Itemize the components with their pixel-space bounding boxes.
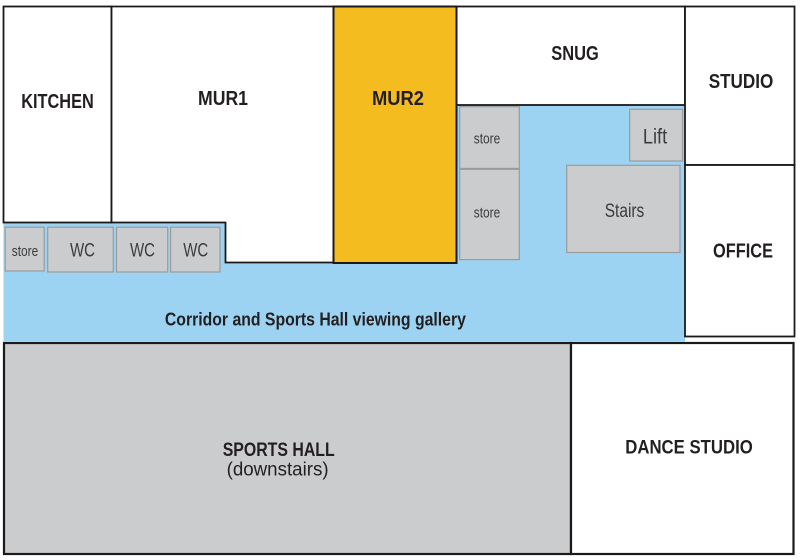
- svg-text:WC: WC: [183, 241, 208, 262]
- svg-text:store: store: [474, 205, 501, 222]
- svg-text:MUR1: MUR1: [198, 88, 248, 110]
- svg-text:OFFICE: OFFICE: [713, 241, 773, 263]
- svg-text:WC: WC: [70, 241, 95, 262]
- svg-text:DANCE STUDIO: DANCE STUDIO: [625, 437, 753, 459]
- svg-text:store: store: [474, 131, 501, 148]
- svg-text:Stairs: Stairs: [605, 201, 645, 222]
- svg-text:Lift: Lift: [643, 126, 667, 149]
- svg-text:MUR2: MUR2: [372, 88, 424, 110]
- svg-text:WC: WC: [130, 241, 155, 262]
- svg-text:(downstairs): (downstairs): [227, 460, 329, 481]
- svg-text:Corridor and Sports Hall viewi: Corridor and Sports Hall viewing gallery: [165, 310, 466, 330]
- svg-text:STUDIO: STUDIO: [709, 71, 774, 93]
- svg-text:SPORTS HALL: SPORTS HALL: [223, 439, 335, 461]
- svg-text:KITCHEN: KITCHEN: [21, 91, 94, 113]
- svg-text:SNUG: SNUG: [551, 43, 599, 65]
- svg-text:store: store: [12, 243, 39, 260]
